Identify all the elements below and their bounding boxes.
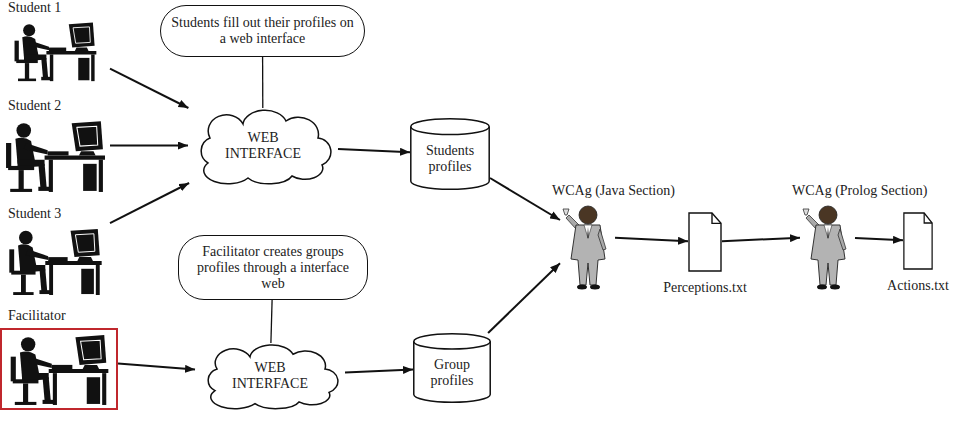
flow-arrow bbox=[855, 238, 903, 240]
flow-arrow bbox=[110, 69, 188, 108]
agent-label: WCAg (Java Section) bbox=[552, 183, 675, 199]
flow-arrow bbox=[110, 183, 189, 223]
agent-figure: WCAg (Java Section) bbox=[560, 183, 615, 290]
text-wrap: WEB INTERFACE bbox=[218, 130, 308, 162]
web-cloud: WEB INTERFACE bbox=[188, 108, 338, 183]
text-wrap: Students fill out their profiles on a we… bbox=[168, 15, 358, 47]
file-label: Perceptions.txt bbox=[663, 280, 747, 296]
station-label: Student 3 bbox=[8, 206, 61, 222]
text-wrap: Facilitator creates groups profiles thro… bbox=[186, 244, 361, 292]
student-station: Student 1 bbox=[0, 0, 110, 82]
student-station: Student 2 bbox=[0, 98, 110, 193]
agent-figure-icon bbox=[800, 205, 855, 290]
station-name: Facilitator bbox=[8, 308, 66, 324]
callout-text: Facilitator creates groups profiles thro… bbox=[186, 244, 361, 292]
store-name: Students profiles bbox=[415, 143, 485, 175]
computer-user-icon bbox=[0, 20, 110, 82]
station-name: Student 3 bbox=[8, 206, 61, 222]
agent-name: WCAg (Prolog Section) bbox=[792, 183, 927, 199]
store-name: Group profiles bbox=[421, 357, 483, 389]
database-cylinder: Group profiles bbox=[413, 333, 491, 403]
computer-user-icon bbox=[4, 332, 114, 406]
text-holder: Students fill out their profiles on a we… bbox=[161, 6, 364, 56]
file-name: Perceptions.txt bbox=[663, 280, 747, 296]
flow-arrow bbox=[118, 364, 195, 370]
flow-arrow bbox=[722, 238, 800, 242]
text-wrap: Group profiles bbox=[421, 357, 483, 389]
station-label: Facilitator bbox=[8, 308, 66, 324]
flow-arrow bbox=[110, 145, 188, 147]
agent-figure: WCAg (Prolog Section) bbox=[800, 183, 855, 290]
text-file: Perceptions.txt bbox=[688, 212, 722, 272]
agent-name: WCAg (Java Section) bbox=[552, 183, 675, 199]
callout-line bbox=[271, 300, 272, 343]
flow-arrow bbox=[615, 238, 688, 241]
document-icon bbox=[688, 212, 722, 272]
web-cloud: WEB INTERFACE bbox=[195, 343, 345, 408]
callout-line bbox=[262, 57, 263, 108]
cloud-text: WEB INTERFACE bbox=[218, 130, 308, 162]
icon-area bbox=[0, 20, 110, 82]
callout-bubble: Facilitator creates groups profiles thro… bbox=[178, 235, 368, 300]
file-name: Actions.txt bbox=[887, 278, 949, 294]
computer-user-icon bbox=[0, 226, 110, 296]
text-holder: Group profiles bbox=[413, 343, 491, 403]
station-name: Student 1 bbox=[8, 0, 61, 16]
file-label: Actions.txt bbox=[887, 278, 949, 294]
station-name: Student 2 bbox=[8, 98, 61, 114]
flow-arrow bbox=[488, 263, 560, 333]
facilitator-station: Facilitator bbox=[0, 308, 118, 410]
text-holder: Facilitator creates groups profiles thro… bbox=[179, 236, 367, 299]
text-holder: WEB INTERFACE bbox=[188, 108, 338, 183]
text-wrap: WEB INTERFACE bbox=[225, 360, 315, 392]
computer-user-icon bbox=[0, 118, 110, 193]
text-file: Actions.txt bbox=[903, 212, 933, 270]
icon-holder bbox=[0, 226, 110, 296]
highlight-frame bbox=[0, 328, 118, 410]
database-cylinder: Students profiles bbox=[410, 118, 490, 190]
station-label: Student 2 bbox=[8, 98, 61, 114]
student-station: Student 3 bbox=[0, 206, 110, 296]
icon-holder bbox=[0, 20, 110, 82]
cloud-text: WEB INTERFACE bbox=[225, 360, 315, 392]
station-label: Student 1 bbox=[8, 0, 61, 16]
flow-arrow bbox=[490, 178, 560, 220]
flow-arrow bbox=[345, 370, 413, 373]
icon-holder bbox=[0, 118, 110, 193]
document-icon bbox=[903, 212, 933, 270]
callout-bubble: Students fill out their profiles on a we… bbox=[160, 5, 365, 57]
text-holder: WEB INTERFACE bbox=[195, 343, 345, 408]
text-wrap: Students profiles bbox=[415, 143, 485, 175]
text-holder: Students profiles bbox=[410, 128, 490, 190]
icon-area bbox=[0, 226, 110, 296]
icon-area bbox=[0, 118, 110, 193]
callout-text: Students fill out their profiles on a we… bbox=[168, 15, 358, 47]
agent-label: WCAg (Prolog Section) bbox=[792, 183, 927, 199]
icon-area bbox=[4, 332, 114, 406]
agent-figure-icon bbox=[560, 205, 615, 290]
flow-arrow bbox=[338, 149, 410, 152]
